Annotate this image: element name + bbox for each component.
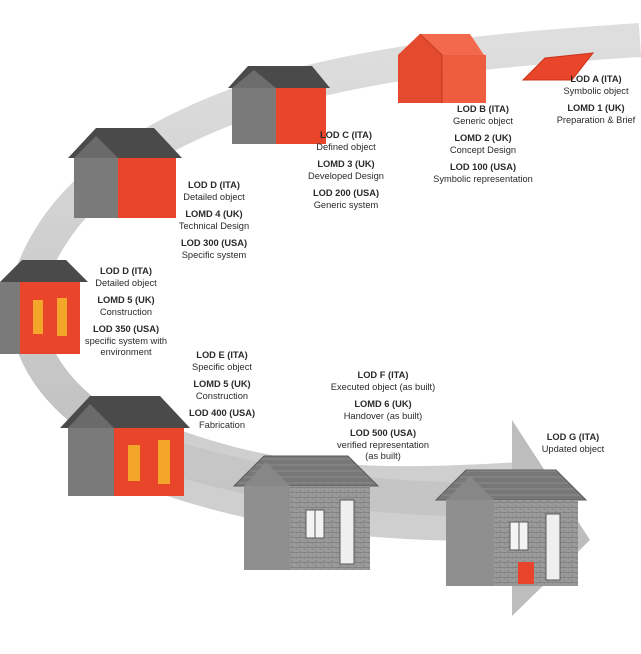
stage-f-line3-desc: verified representation (as built) bbox=[337, 439, 429, 462]
stage-f-line2-desc: Handover (as built) bbox=[343, 410, 423, 421]
stage-f-line3-code: LOD 500 (USA) bbox=[349, 428, 417, 438]
stage-d-lower-line3-desc: specific system with environment bbox=[84, 335, 168, 358]
stage-d-upper-line3-code: LOD 300 (USA) bbox=[180, 238, 248, 248]
stage-e-line3-code: LOD 400 (USA) bbox=[188, 408, 256, 418]
stage-d-upper-line1-desc: Detailed object bbox=[183, 191, 245, 202]
stage-c-line3-code: LOD 200 (USA) bbox=[312, 188, 380, 198]
stage-e-line3-desc: Fabrication bbox=[199, 419, 245, 430]
stage-d-lower-line1-code: LOD D (ITA) bbox=[100, 266, 152, 276]
stage-e-labels: LOD E (ITA)Specific object LOMD 5 (UK)Co… bbox=[174, 350, 270, 437]
stage-a-line1-desc: Symbolic object bbox=[563, 85, 629, 96]
stage-d-upper-line2-desc: Technical Design bbox=[178, 220, 250, 231]
stage-d-upper-line2-code: LOMD 4 (UK) bbox=[185, 209, 243, 219]
stage-d-upper-line1-code: LOD D (ITA) bbox=[188, 180, 240, 190]
stage-a-line2-code: LOMD 1 (UK) bbox=[567, 103, 625, 113]
stage-f-line1-code: LOD F (ITA) bbox=[357, 370, 409, 380]
stage-f-labels: LOD F (ITA)Executed object (as built) LO… bbox=[318, 370, 448, 469]
stage-g-line1-desc: Updated object bbox=[541, 443, 605, 454]
stage-b-labels: LOD B (ITA)Generic object LOMD 2 (UK)Con… bbox=[428, 104, 538, 191]
house-stage-c bbox=[228, 66, 330, 144]
stage-g-labels: LOD G (ITA)Updated object bbox=[530, 432, 616, 461]
stage-d-lower-line1-desc: Detailed object bbox=[95, 277, 157, 288]
stage-c-labels: LOD C (ITA)Defined object LOMD 3 (UK)Dev… bbox=[296, 130, 396, 217]
stage-e-line2-desc: Construction bbox=[195, 390, 249, 401]
house-stage-d-lower bbox=[0, 260, 88, 354]
house-stage-d-upper bbox=[68, 128, 182, 218]
stage-f-line1-desc: Executed object (as built) bbox=[330, 381, 436, 392]
stage-b-line1-code: LOD B (ITA) bbox=[457, 104, 509, 114]
stage-e-line1-desc: Specific object bbox=[192, 361, 252, 372]
stage-e-line1-code: LOD E (ITA) bbox=[196, 350, 248, 360]
stage-d-upper-line3-desc: Specific system bbox=[181, 249, 247, 260]
stage-d-lower-line2-desc: Construction bbox=[99, 306, 153, 317]
stage-e-line2-code: LOMD 5 (UK) bbox=[193, 379, 251, 389]
house-stage-b bbox=[398, 33, 486, 103]
stage-c-line1-code: LOD C (ITA) bbox=[320, 130, 372, 140]
stage-g-line1-code: LOD G (ITA) bbox=[546, 432, 600, 442]
stage-b-line3-code: LOD 100 (USA) bbox=[449, 162, 517, 172]
stage-d-lower-line3-code: LOD 350 (USA) bbox=[92, 324, 160, 334]
house-stage-e bbox=[60, 396, 190, 496]
stage-d-upper-labels: LOD D (ITA)Detailed object LOMD 4 (UK)Te… bbox=[164, 180, 264, 267]
stage-f-line2-code: LOMD 6 (UK) bbox=[354, 399, 412, 409]
stage-a-line2-desc: Preparation & Brief bbox=[556, 114, 636, 125]
stage-a-line1-code: LOD A (ITA) bbox=[570, 74, 622, 84]
stage-d-lower-line2-code: LOMD 5 (UK) bbox=[97, 295, 155, 305]
stage-b-line2-code: LOMD 2 (UK) bbox=[454, 133, 512, 143]
house-stage-a bbox=[521, 52, 595, 81]
stage-a-labels: LOD A (ITA)Symbolic object LOMD 1 (UK)Pr… bbox=[548, 74, 641, 132]
house-stage-g bbox=[434, 469, 588, 586]
stage-c-line2-code: LOMD 3 (UK) bbox=[317, 159, 375, 169]
stage-c-line2-desc: Developed Design bbox=[308, 170, 384, 181]
updated-door bbox=[518, 562, 534, 584]
stage-b-line2-desc: Concept Design bbox=[449, 144, 517, 155]
stage-b-line3-desc: Symbolic representation bbox=[433, 173, 533, 184]
house-stage-f bbox=[232, 455, 380, 570]
stage-b-line1-desc: Generic object bbox=[453, 115, 513, 126]
stage-c-line1-desc: Defined object bbox=[316, 141, 376, 152]
stage-d-lower-labels: LOD D (ITA)Detailed object LOMD 5 (UK)Co… bbox=[74, 266, 178, 365]
stage-c-line3-desc: Generic system bbox=[313, 199, 379, 210]
